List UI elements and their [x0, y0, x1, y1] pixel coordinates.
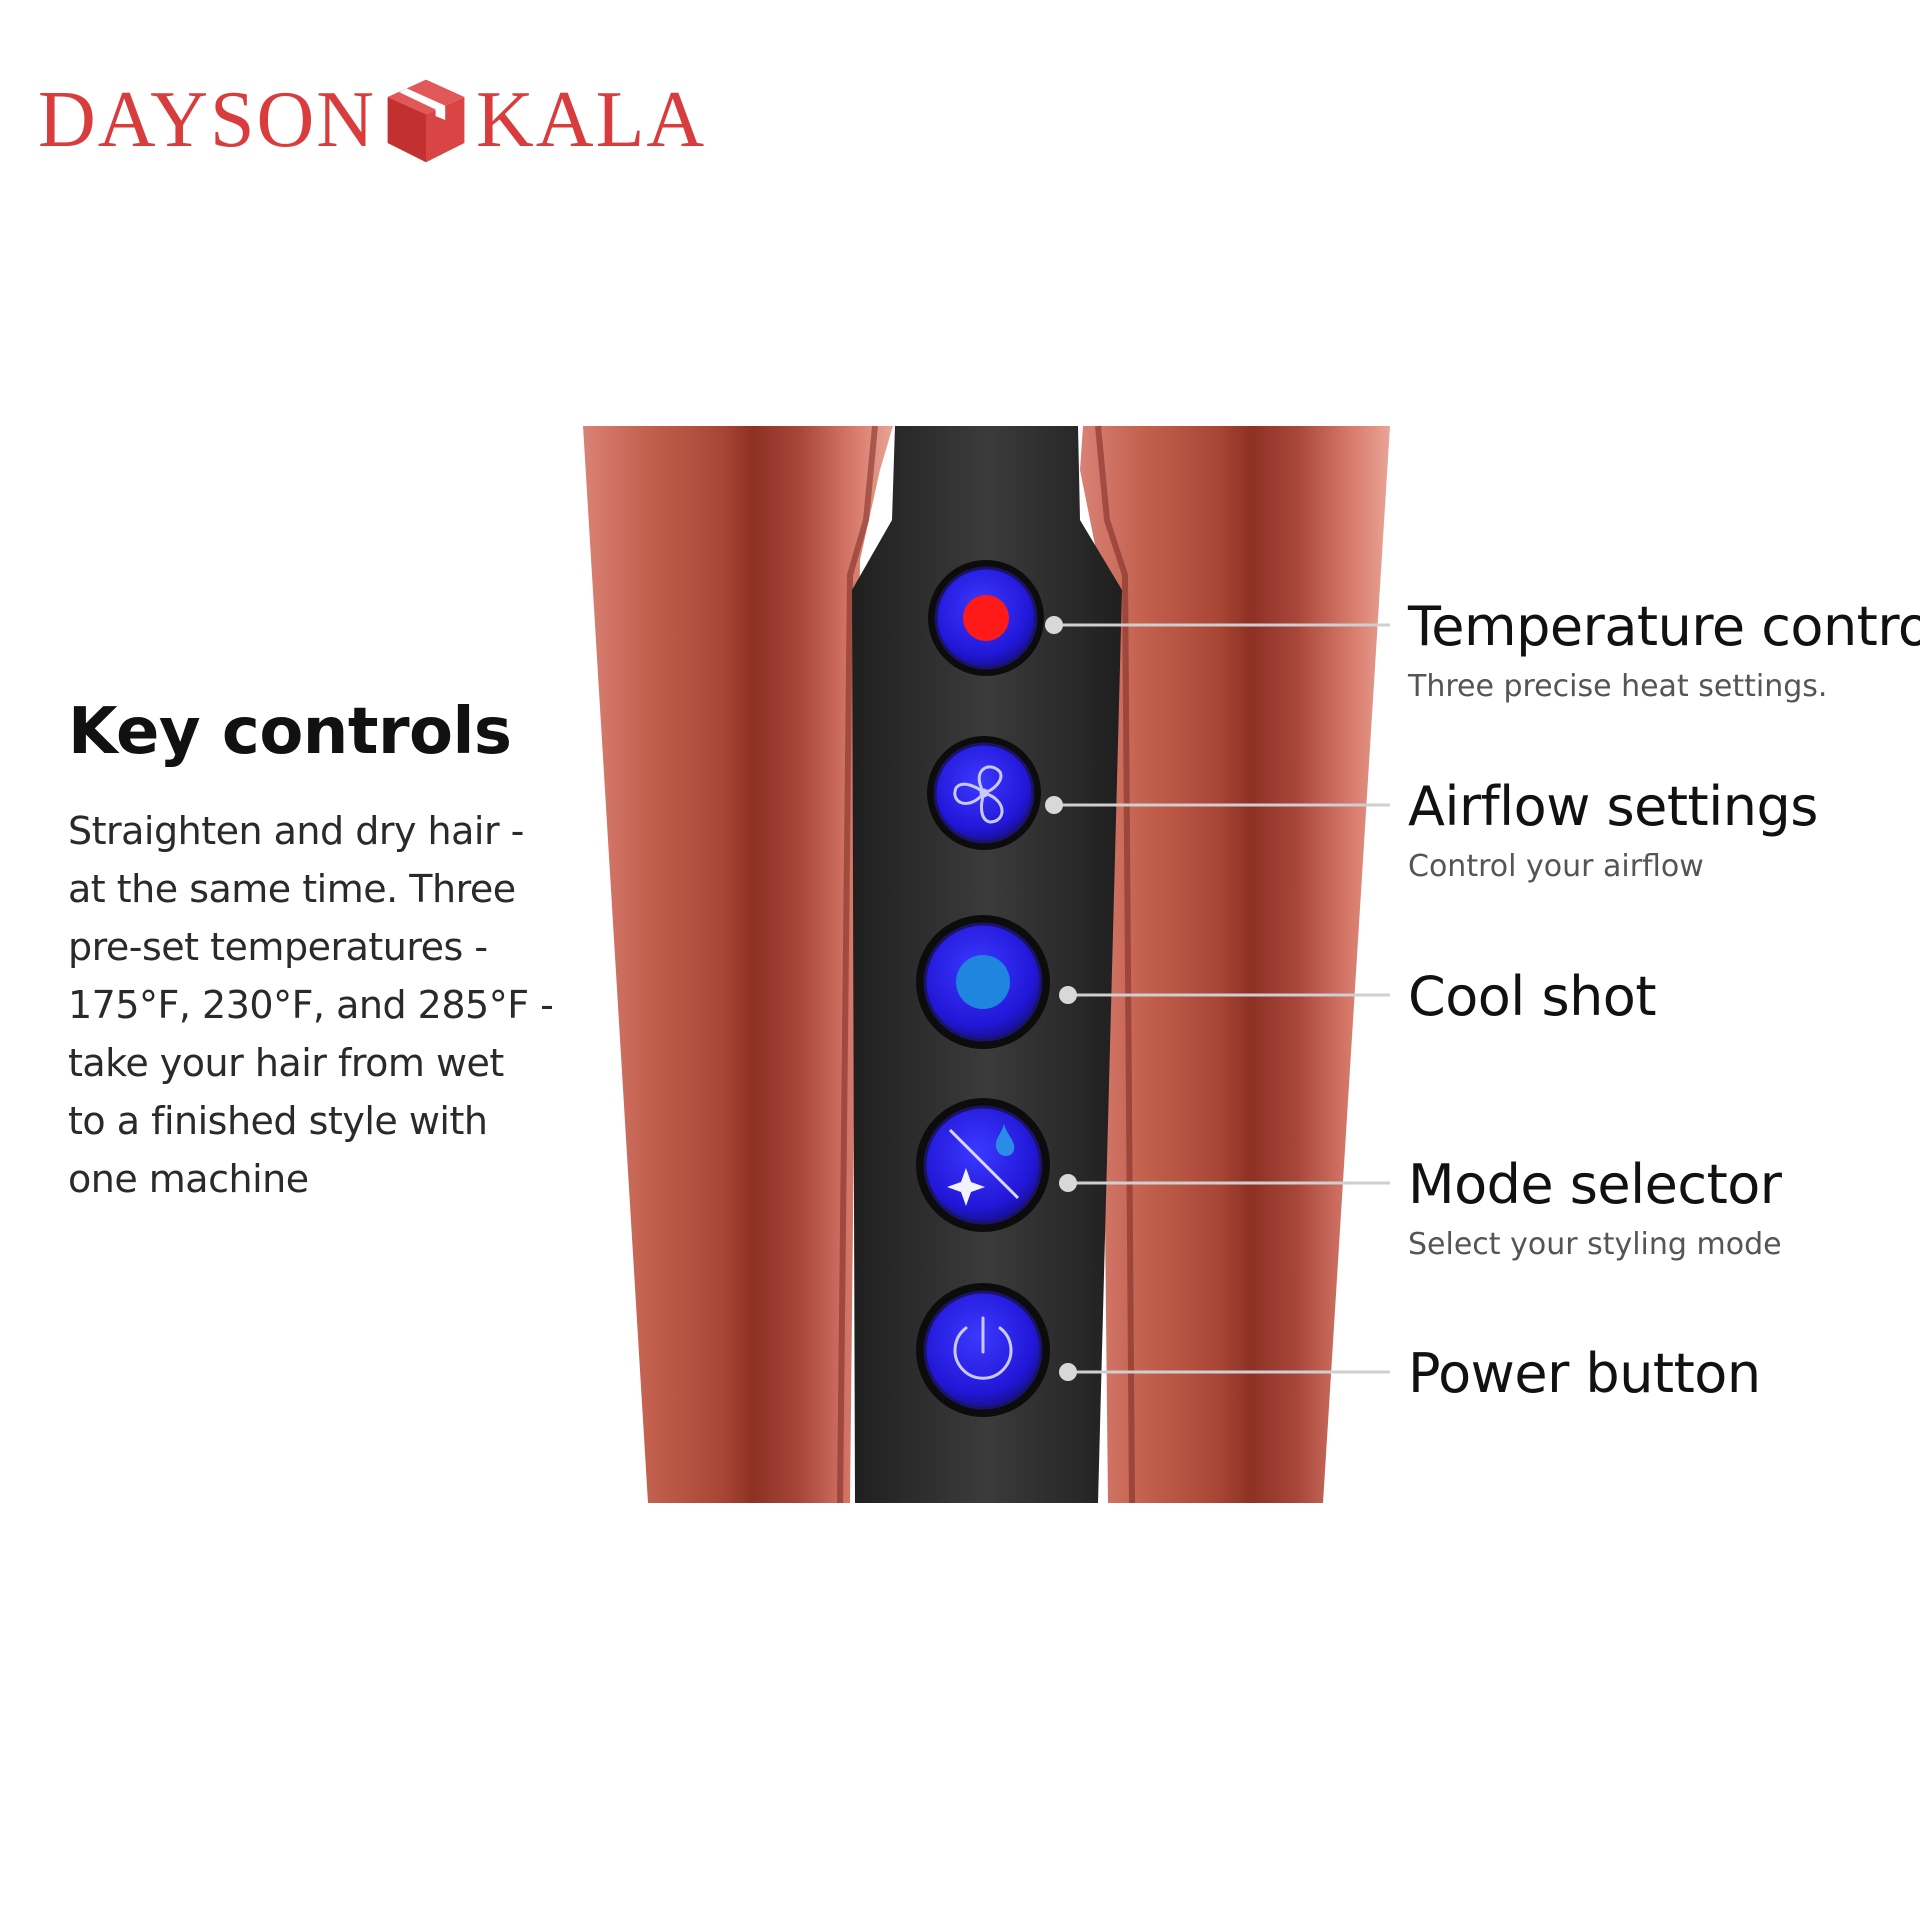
- device-body-left: [583, 426, 893, 1503]
- groove-left: [837, 425, 878, 1504]
- callout-title: Airflow settings: [1408, 775, 1818, 838]
- brand-name-right: KALA: [476, 76, 707, 164]
- cube-icon: [387, 79, 465, 163]
- heat-dot-icon: [963, 595, 1009, 641]
- cool-dot-icon: [956, 955, 1010, 1009]
- brand-name-left: DAYSON: [38, 76, 377, 164]
- temperature-control-button[interactable]: [928, 560, 1044, 676]
- power-icon: [953, 1316, 1013, 1380]
- intro-body: Straighten and dry hair - at the same ti…: [68, 809, 554, 1201]
- intro-title: Key controls: [68, 695, 512, 769]
- wet-dry-mode-icon: [947, 1122, 1020, 1206]
- callout-title: Power button: [1408, 1342, 1761, 1405]
- callout-power-button: Power button: [1408, 1347, 1761, 1401]
- callout-description: Control your airflow: [1408, 849, 1704, 884]
- cool-shot-button[interactable]: [916, 915, 1050, 1049]
- groove-right: [1095, 425, 1135, 1504]
- callout-description: Three precise heat settings.: [1408, 669, 1828, 704]
- callout-title: Cool shot: [1408, 965, 1657, 1028]
- callout-airflow-settings: Airflow settings Control your airflow: [1408, 780, 1818, 882]
- callout-title: Mode selector: [1408, 1153, 1782, 1216]
- connector-dot-mode: [1059, 1174, 1077, 1192]
- connector-dot-temperature: [1045, 616, 1063, 634]
- device-body-right: [1080, 426, 1390, 1503]
- intro-section: Key controls Straighten and dry hair - a…: [68, 700, 568, 1208]
- fan-icon: [953, 765, 1004, 824]
- brand-logo: DAYSON KALA: [38, 70, 706, 170]
- callout-mode-selector: Mode selector Select your styling mode: [1408, 1158, 1782, 1260]
- callout-cool-shot: Cool shot: [1408, 965, 1657, 1028]
- callout-temperature-control: Temperature control Three precise heat s…: [1408, 600, 1920, 702]
- connector-dot-airflow: [1045, 796, 1063, 814]
- power-button[interactable]: [916, 1283, 1050, 1417]
- callout-title: Temperature control: [1408, 595, 1920, 658]
- connector-dot-power: [1059, 1363, 1077, 1381]
- mode-selector-button[interactable]: [916, 1098, 1050, 1232]
- connector-dot-cool-shot: [1059, 986, 1077, 1004]
- airflow-settings-button[interactable]: [927, 736, 1041, 850]
- callout-description: Select your styling mode: [1408, 1227, 1782, 1262]
